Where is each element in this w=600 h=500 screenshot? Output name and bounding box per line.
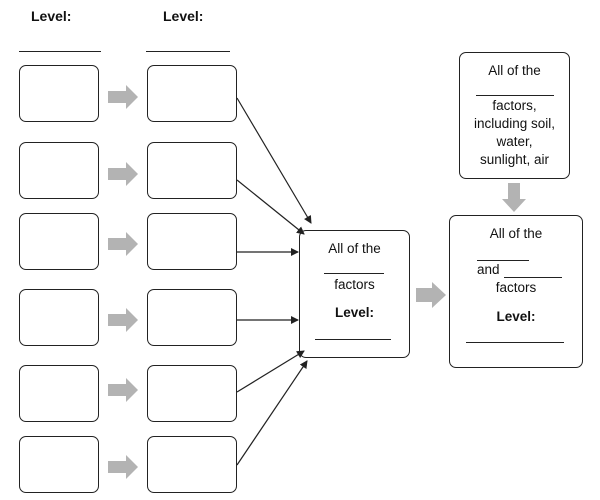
level-heading-col2: Level: (163, 8, 204, 24)
right-box-blank-2[interactable] (504, 277, 562, 278)
gray-flow-arrow-2 (108, 162, 138, 186)
col1-box-1[interactable] (19, 65, 99, 122)
level-blank-col2[interactable] (146, 51, 230, 52)
right-box-line1: All of the (489, 226, 543, 241)
col2-box-6[interactable] (147, 436, 237, 493)
col2-box-2[interactable] (147, 142, 237, 199)
connector-arrow-1 (236, 97, 312, 224)
col1-box-3[interactable] (19, 213, 99, 270)
gray-flow-arrow-center-right (416, 282, 446, 308)
center-box-line1: All of the (328, 241, 381, 256)
gray-flow-arrow-3 (108, 232, 138, 256)
col1-box-5[interactable] (19, 365, 99, 422)
right-box-blank-1[interactable] (477, 260, 529, 261)
gray-flow-arrow-5 (108, 378, 138, 402)
top-right-box-line4: water, (496, 134, 533, 149)
gray-flow-arrow-4 (108, 308, 138, 332)
center-box-level-blank[interactable] (315, 339, 391, 340)
center-box-line2: factors (334, 277, 375, 292)
col2-box-1[interactable] (147, 65, 237, 122)
center-box-blank[interactable] (324, 273, 384, 274)
gray-flow-arrow-6 (108, 455, 138, 479)
gray-flow-arrow-1 (108, 85, 138, 109)
level-blank-col1[interactable] (19, 51, 101, 52)
center-box-level-label: Level: (334, 305, 375, 320)
col1-box-2[interactable] (19, 142, 99, 199)
connector-arrow-5 (236, 350, 305, 393)
right-box-line3: factors (495, 280, 537, 295)
col1-box-6[interactable] (19, 436, 99, 493)
center-box (299, 230, 410, 358)
right-box-level-blank[interactable] (466, 342, 564, 343)
top-right-box-line2: factors, (492, 98, 537, 113)
top-right-box-line1: All of the (488, 63, 541, 78)
top-right-box-blank[interactable] (476, 95, 554, 96)
col1-box-4[interactable] (19, 289, 99, 346)
col2-box-3[interactable] (147, 213, 237, 270)
col2-box-4[interactable] (147, 289, 237, 346)
connector-arrow-6 (236, 360, 308, 466)
level-heading-col1: Level: (31, 8, 72, 24)
top-right-box-line5: sunlight, air (479, 152, 550, 167)
gray-flow-arrow-down (502, 183, 526, 212)
right-box-and-label: and (477, 262, 500, 277)
col2-box-5[interactable] (147, 365, 237, 422)
top-right-box (459, 52, 570, 179)
right-box-level-label: Level: (496, 309, 536, 324)
top-right-box-line3: including soil, (473, 116, 556, 131)
connector-arrow-2 (236, 179, 305, 235)
